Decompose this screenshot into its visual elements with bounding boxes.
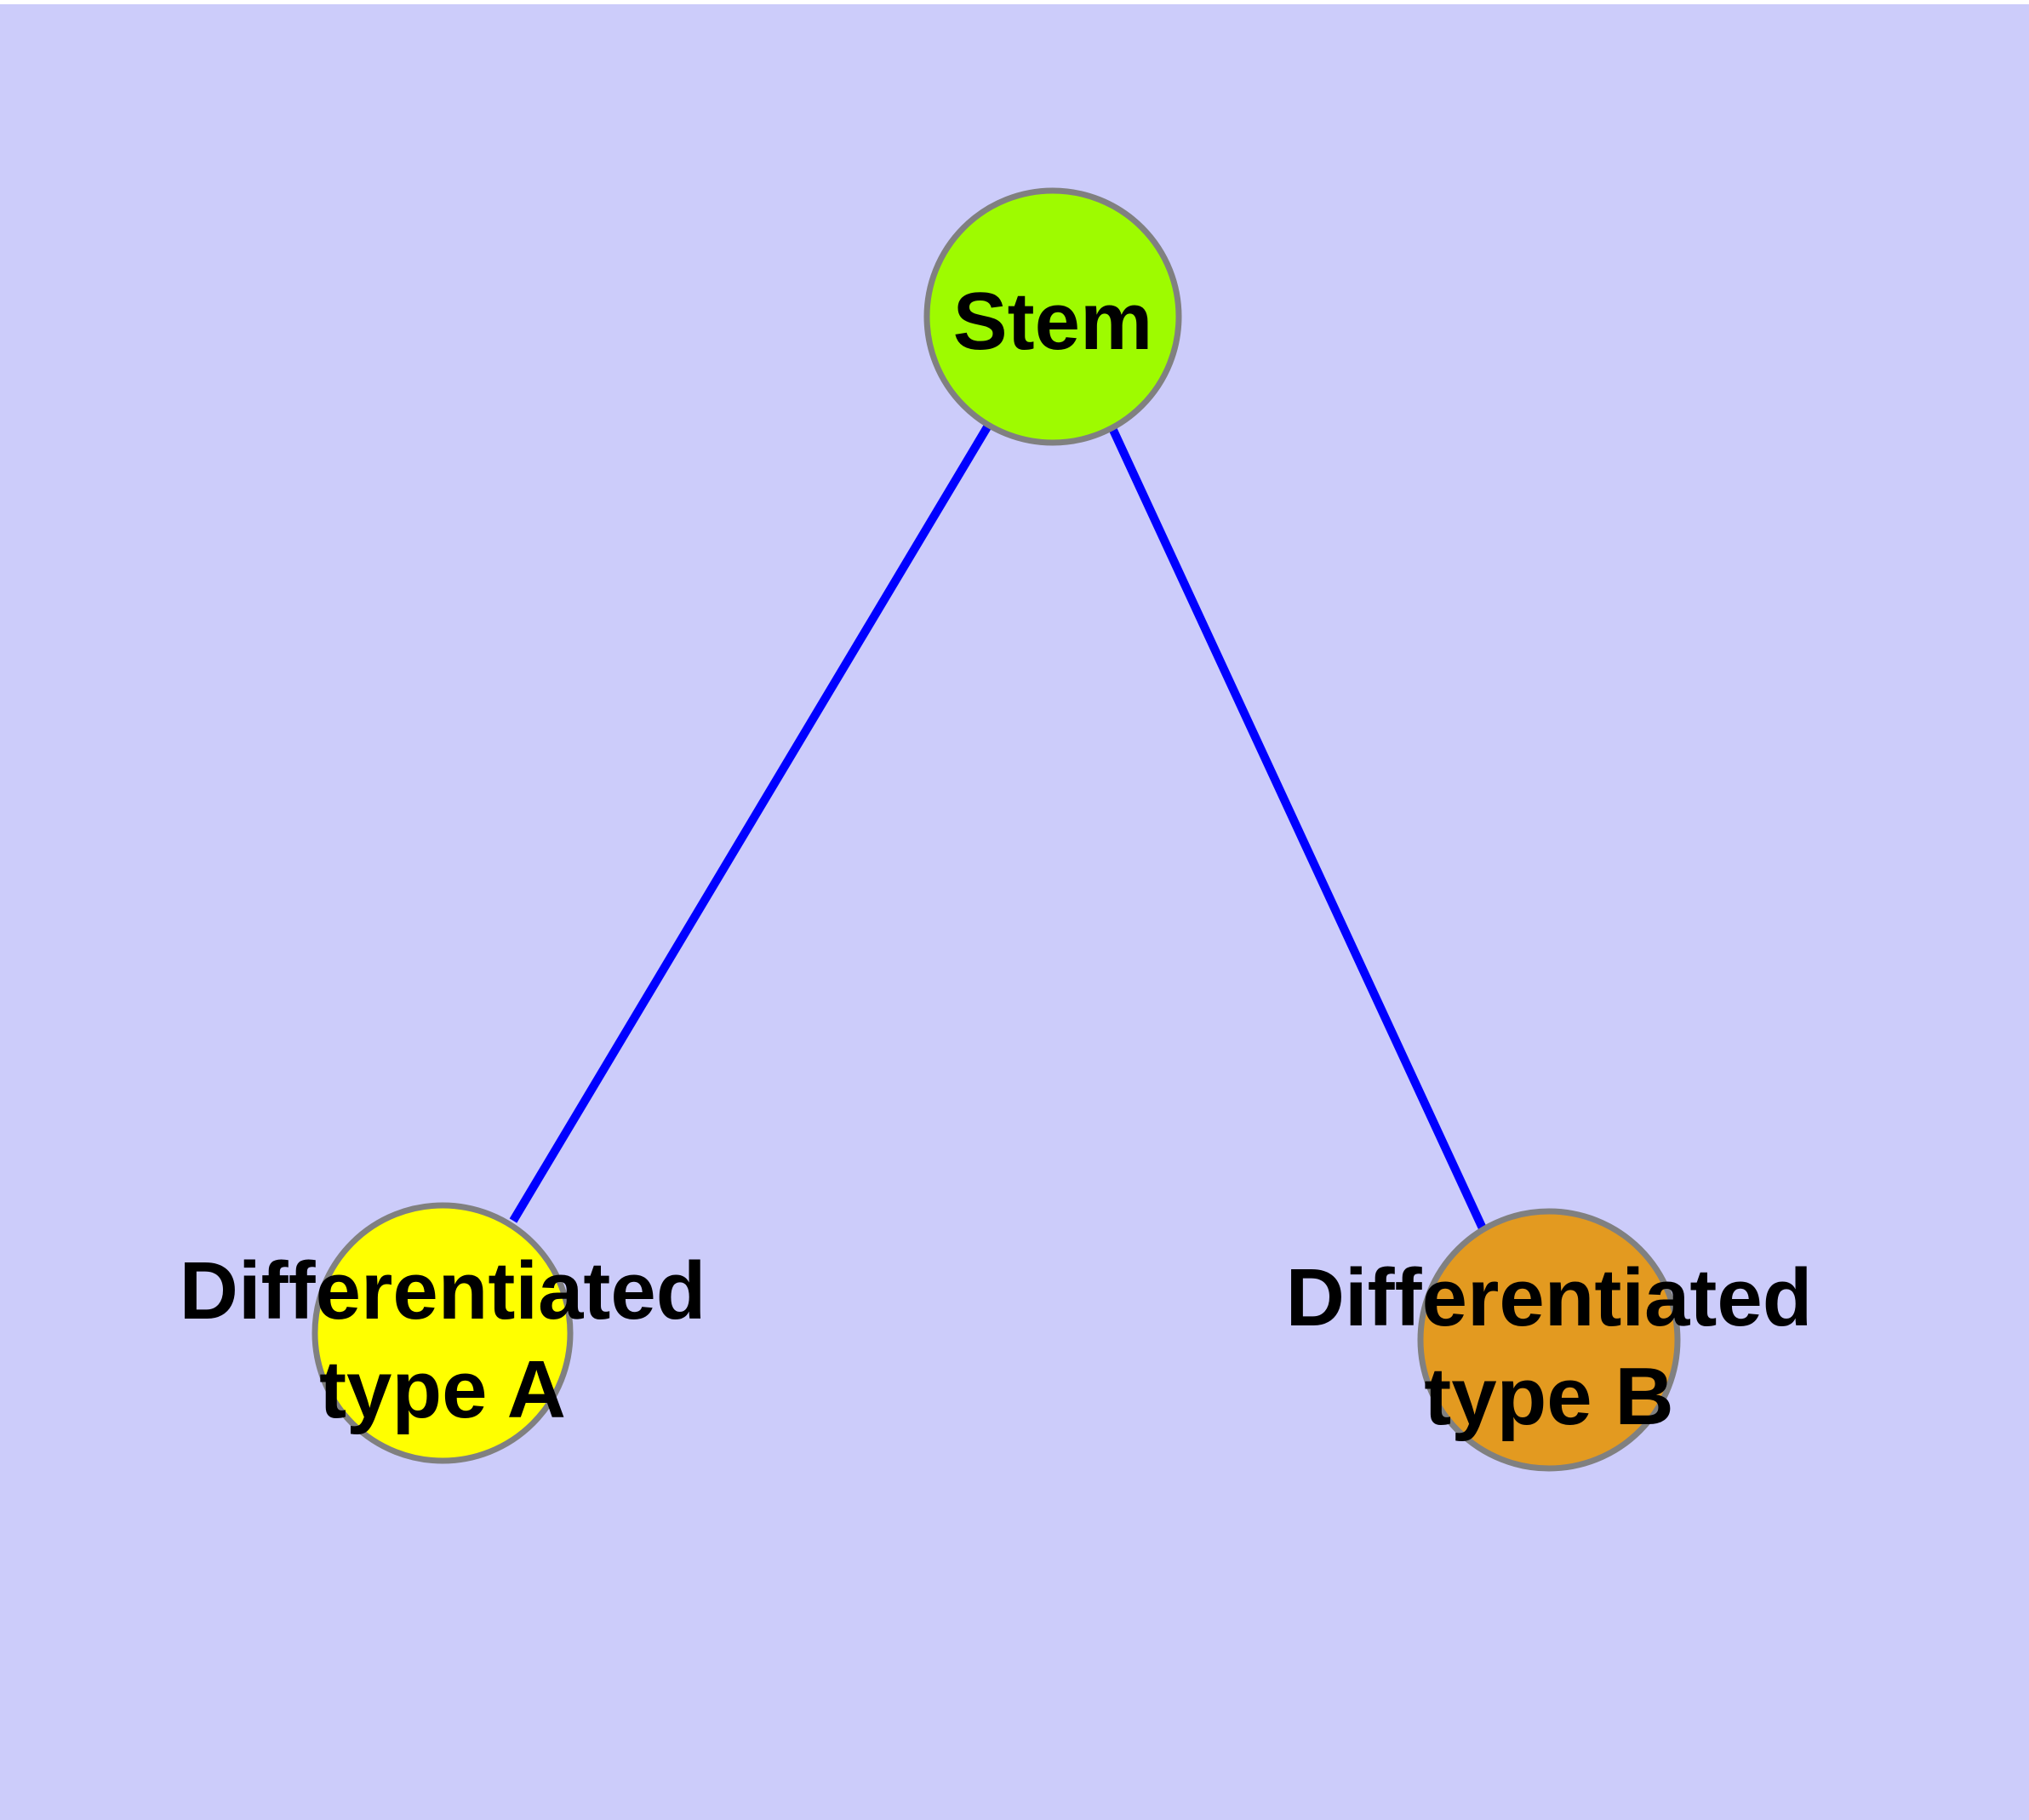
edge-stem-to-diff-b[interactable] [1108,426,1487,1231]
edge-stem-to-diff-a[interactable] [509,423,992,1223]
node-stem[interactable] [923,187,1182,446]
node-label-stem: Stem [953,276,1153,367]
node-label-line: Differentiated [1286,1252,1813,1343]
node-label-line: type A [319,1344,566,1435]
node-label-line: Differentiated [180,1245,706,1336]
node-label-line: Stem [953,276,1153,367]
nodes-layer [311,187,1681,1472]
node-differentiated-type-b[interactable] [1417,1208,1681,1472]
edges-layer [509,423,1487,1231]
node-label-line: type B [1424,1351,1673,1442]
node-differentiated-type-a[interactable] [311,1202,574,1464]
